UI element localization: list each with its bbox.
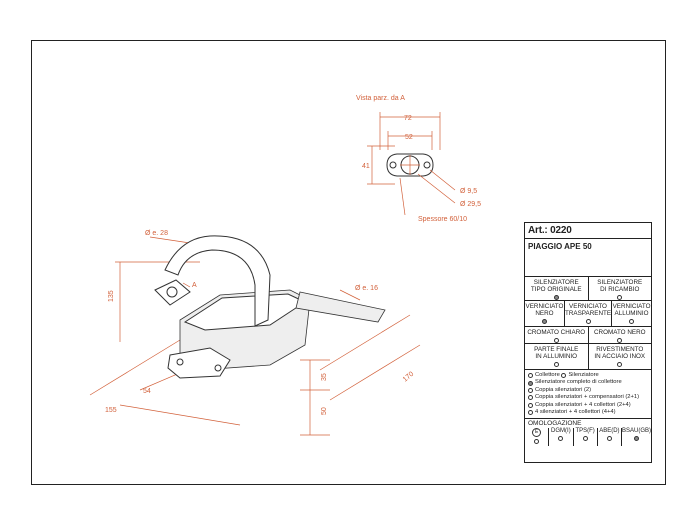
- radio-indicator: [541, 319, 547, 324]
- radio-indicator: [528, 395, 533, 401]
- radio-indicator: [553, 338, 559, 343]
- radio-indicator: [558, 436, 564, 442]
- view-arrow-label: A: [192, 282, 197, 289]
- e-mark-icon: E: [532, 428, 542, 438]
- dim-outlet: Ø e. 16: [355, 285, 378, 292]
- configuration-list: Collettore Silenziatore Silenziatore com…: [525, 370, 651, 420]
- dim-155: 155: [105, 407, 117, 414]
- list-item: 4 silenziatori + 4 collettori (4+4): [528, 409, 648, 416]
- row-chrome: CROMATO CHIARO CROMATO NERO: [525, 327, 651, 344]
- radio-indicator: [528, 380, 533, 386]
- radio-indicator: [534, 439, 540, 445]
- option-cell: CROMATO CHIARO: [525, 327, 589, 343]
- omologazione-e: E: [525, 428, 550, 447]
- dim-54: 54: [143, 388, 151, 395]
- radio-indicator: [561, 373, 567, 379]
- article-number: 0220: [550, 225, 572, 236]
- radio-indicator: [634, 436, 639, 442]
- radio-indicator: [617, 338, 623, 343]
- radio-indicator: [553, 295, 559, 300]
- dim-pipe: Ø 29,5: [460, 201, 481, 208]
- dim-35: 35: [321, 373, 328, 381]
- drawing-frame: [31, 40, 666, 485]
- dim-thickness: Spessore 60/10: [418, 216, 467, 223]
- list-item: Collettore Silenziatore: [528, 372, 648, 379]
- radio-indicator: [617, 362, 623, 367]
- radio-indicator: [553, 362, 559, 367]
- radio-indicator: [617, 295, 623, 300]
- list-item: Coppia silenziatori + 4 collettori (2+4): [528, 402, 648, 409]
- radio-indicator: [528, 402, 533, 408]
- list-item: Silenziatore completo di collettore: [528, 379, 648, 386]
- omologazione-row: E DGM(I) TPS(F) ABE(D) BSAU(GB): [525, 428, 651, 447]
- radio-indicator: [582, 436, 588, 442]
- omologazione-cell: TPS(F): [574, 428, 598, 447]
- model-name: PIAGGIO APE 50: [525, 239, 651, 277]
- flange-view: [367, 112, 456, 216]
- radio-indicator: [528, 388, 533, 394]
- article-prefix: Art.:: [528, 225, 548, 236]
- option-cell: CROMATO NERO: [589, 327, 652, 343]
- omologazione-label: OMOLOGAZIONE: [528, 420, 582, 428]
- dim-hole: Ø 9,5: [460, 188, 477, 195]
- dim-50: 50: [321, 407, 328, 415]
- radio-indicator: [528, 410, 533, 416]
- list-item: Coppia silenziatori (2): [528, 387, 648, 394]
- dim-52: 52: [405, 134, 413, 141]
- omologazione-cell: DGM(I): [549, 428, 574, 447]
- omologazione-cell: BSAU(GB): [622, 428, 651, 446]
- dim-72: 72: [404, 115, 412, 122]
- dim-41: 41: [362, 163, 370, 170]
- radio-indicator: [629, 319, 635, 324]
- radio-indicator: [585, 319, 591, 324]
- dim-inlet: Ø e. 28: [145, 230, 168, 237]
- omologazione-cell: ABE(D): [598, 428, 622, 447]
- partial-view-label: Vista parz. da A: [356, 95, 405, 102]
- exhaust-assembly: [89, 235, 421, 436]
- dim-135: 135: [108, 290, 115, 302]
- radio-indicator: [606, 436, 612, 442]
- radio-indicator: [528, 373, 533, 379]
- dim-170: 170: [402, 371, 416, 384]
- list-item: Coppia silenziatori + compensatori (2+1): [528, 394, 648, 401]
- article-header: Art.: 0220: [525, 223, 651, 239]
